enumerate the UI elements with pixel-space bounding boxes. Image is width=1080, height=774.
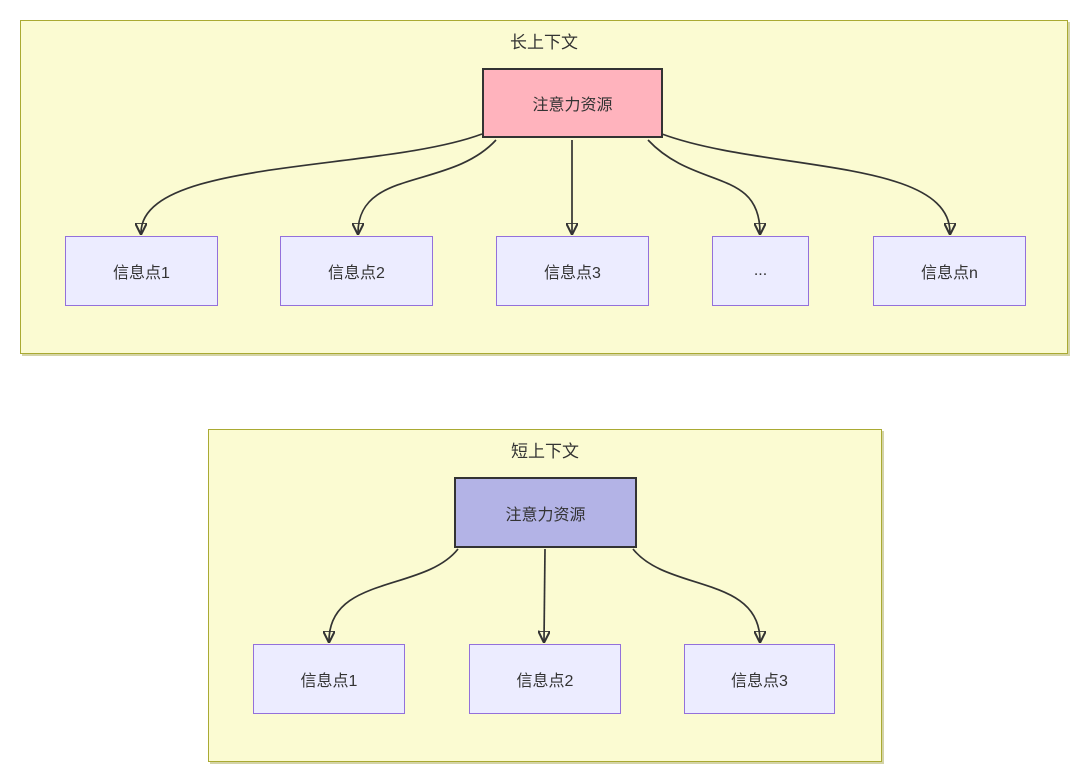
long-attention-resource-node: 注意力资源 — [482, 68, 663, 138]
short-info-point-2-node: 信息点2 — [469, 644, 621, 714]
short-context-title: 短上下文 — [511, 442, 579, 461]
short-info-point-1-node: 信息点1 — [253, 644, 405, 714]
long-info-point-1-node: 信息点1 — [65, 236, 218, 306]
long-context-title: 长上下文 — [510, 33, 578, 52]
long-info-point-ellipsis-node: ... — [712, 236, 809, 306]
long-info-point-3-node: 信息点3 — [496, 236, 649, 306]
long-info-point-n-node: 信息点n — [873, 236, 1026, 306]
short-attention-resource-node: 注意力资源 — [454, 477, 637, 548]
long-info-point-2-node: 信息点2 — [280, 236, 433, 306]
short-info-point-3-node: 信息点3 — [684, 644, 835, 714]
